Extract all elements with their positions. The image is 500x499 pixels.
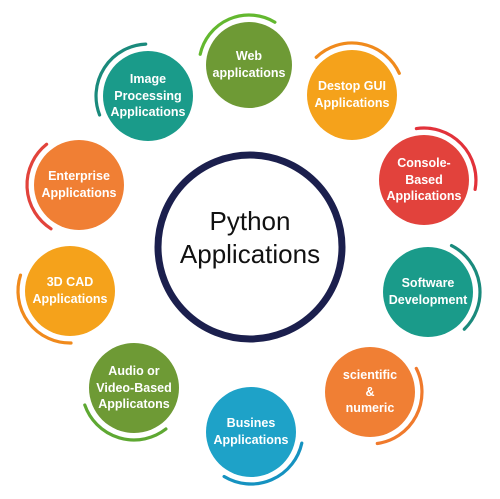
node-console-swoosh	[414, 126, 478, 191]
center-ring	[154, 151, 346, 343]
node-desktop: Destop GUI Applications	[307, 50, 397, 140]
node-business-swoosh	[222, 441, 304, 486]
node-scientific: scientific & numeric	[325, 347, 415, 437]
node-desktop-label: Destop GUI Applications	[314, 79, 390, 110]
node-web-label: Web applications	[212, 49, 286, 80]
node-web: Web applications	[206, 22, 292, 108]
node-image-swoosh	[94, 42, 148, 117]
node-software-swoosh	[449, 244, 482, 331]
node-enterprise: Enterprise Applications	[34, 140, 124, 230]
node-business: Busines Applications	[206, 387, 296, 477]
node-web-swoosh	[198, 13, 277, 56]
node-console: Console- Based Applications	[379, 135, 469, 225]
node-scientific-swoosh	[375, 366, 424, 446]
center-title: Python Applications	[179, 206, 321, 269]
node-software-label: Software Development	[388, 276, 468, 307]
node-image-label: Image Processing Applications	[110, 71, 186, 120]
node-scientific-label: scientific & numeric	[342, 367, 398, 416]
node-software: Software Development	[383, 247, 473, 337]
node-audio-swoosh	[83, 403, 168, 442]
node-enterprise-swoosh	[25, 142, 53, 231]
node-desktop-swoosh	[314, 41, 401, 75]
node-enterprise-label: Enterprise Applications	[41, 169, 117, 200]
node-image: Image Processing Applications	[103, 51, 193, 141]
node-audio-label: Audio or Video-Based Applicatons	[96, 363, 172, 412]
node-cad-swoosh	[16, 273, 73, 345]
node-console-label: Console- Based Applications	[386, 155, 462, 204]
node-cad-label: 3D CAD Applications	[32, 275, 108, 306]
node-audio: Audio or Video-Based Applicatons	[89, 343, 179, 433]
node-business-label: Busines Applications	[213, 416, 289, 447]
node-cad: 3D CAD Applications	[25, 246, 115, 336]
